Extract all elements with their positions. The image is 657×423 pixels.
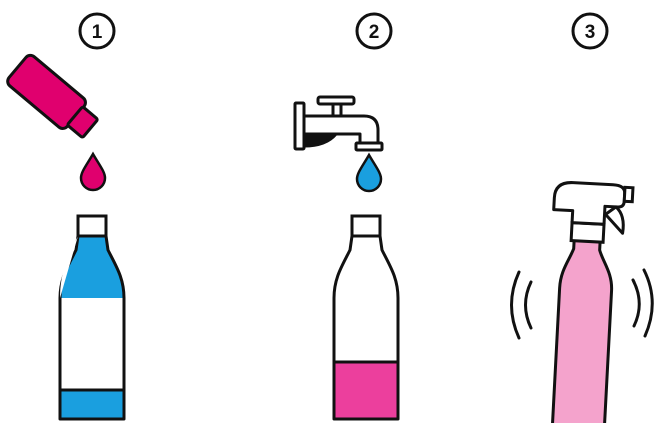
step-2: 2	[295, 14, 398, 419]
concentrate-bottle-pouring-icon	[5, 53, 102, 143]
water-faucet-icon	[295, 97, 382, 150]
magenta-drop-icon	[81, 154, 105, 190]
bottle-cap	[78, 216, 106, 236]
step-number-3: 3	[585, 22, 596, 43]
spray-nozzle	[624, 187, 633, 201]
bottle-cap	[352, 216, 380, 236]
spray-bottle-collar	[571, 223, 604, 243]
bottle-with-magenta-liquid	[334, 216, 398, 419]
bottle-with-blue-liquid	[60, 216, 124, 419]
magenta-liquid	[334, 362, 398, 419]
step-3: 3	[512, 14, 653, 423]
step-number-2: 2	[369, 22, 380, 43]
blue-drop-icon	[357, 155, 381, 191]
spray-bottle-shaking-icon	[542, 182, 633, 423]
spray-trigger-lever	[605, 206, 625, 233]
step-number-1: 1	[92, 22, 103, 43]
step-number-1-badge: 1	[80, 14, 114, 48]
step-number-3-badge: 3	[573, 14, 607, 48]
blue-liquid	[60, 390, 124, 419]
step-1: 1	[5, 14, 124, 419]
step-number-2-badge: 2	[357, 14, 391, 48]
